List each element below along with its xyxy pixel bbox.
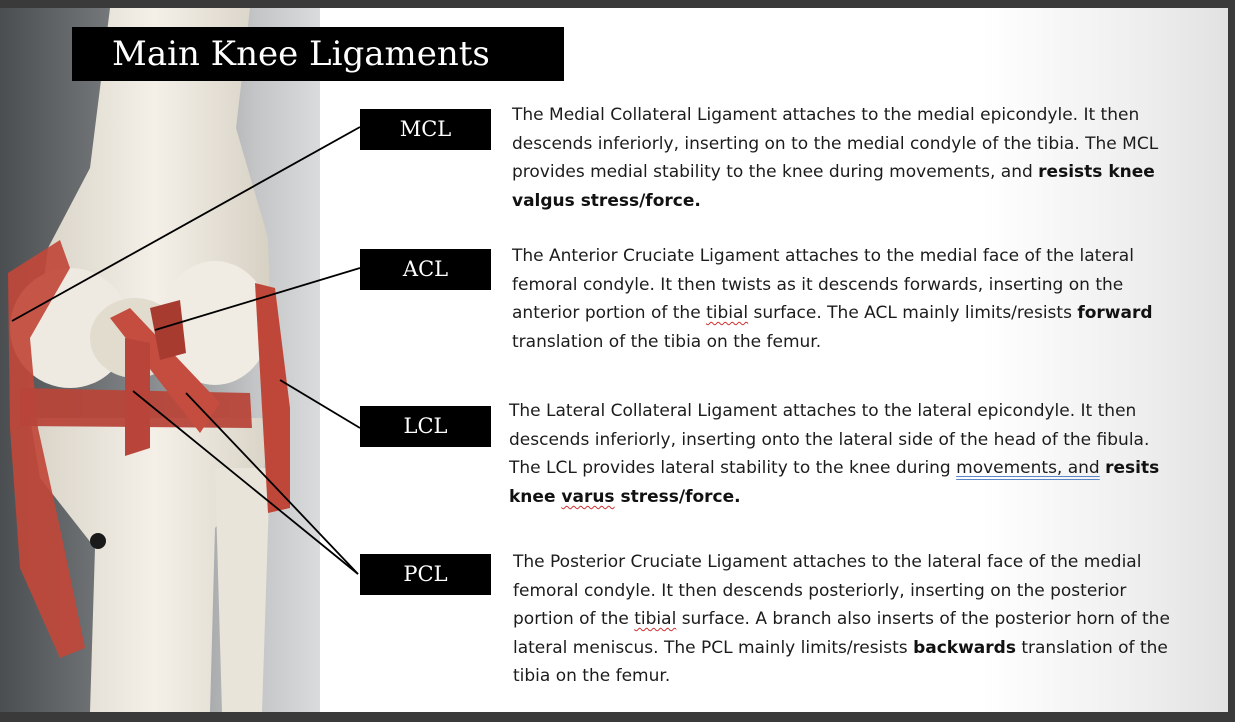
description-text-run: translation of the tibia on the femur. [512,331,822,352]
description-text-run: The Anterior Cruciate Ligament attaches … [512,246,1134,324]
description-text-run: The Posterior Cruciate Ligament attaches… [513,552,1142,630]
description-text-run: movements, and [956,458,1100,479]
description-text-run: surface. A branch also inserts of the po… [513,609,1170,658]
description-text-run: varus [561,486,615,507]
description-text-run: tibial [634,609,677,630]
knee-image-panel [0,8,320,712]
description-text-run: translation of the tibia on the femur. [513,637,1168,687]
description-text-run: forward [1077,303,1153,324]
description-text-run: backwards [913,637,1016,658]
description-text-run: The Lateral Collateral Ligament attaches… [509,401,1150,479]
description-text-run: resits knee [509,458,1160,507]
description-text-run: The Medial Collateral Ligament attaches … [512,105,1159,183]
pcl-description: The Posterior Cruciate Ligament attaches… [513,548,1173,691]
label-lcl: LCL [360,406,491,447]
lcl-description: The Lateral Collateral Ligament attaches… [509,397,1169,511]
label-acl: ACL [360,249,491,290]
acl-description: The Anterior Cruciate Ligament attaches … [512,242,1172,356]
description-text-run: tibial [706,303,749,324]
description-text-run: stress/force. [614,486,741,507]
slide: Main Knee Ligaments MCL ACL LCL PCL The … [0,8,1228,712]
pointer-lines [11,126,361,575]
description-text-run: resists knee valgus stress/force. [512,162,1155,211]
label-pcl: PCL [360,554,491,595]
description-text-run: surface. The ACL mainly limits/resists [748,303,1078,324]
label-mcl: MCL [360,109,491,150]
mcl-description: The Medial Collateral Ligament attaches … [512,101,1172,215]
knee-anatomy-illustration [8,8,290,712]
slide-title: Main Knee Ligaments [72,27,564,81]
